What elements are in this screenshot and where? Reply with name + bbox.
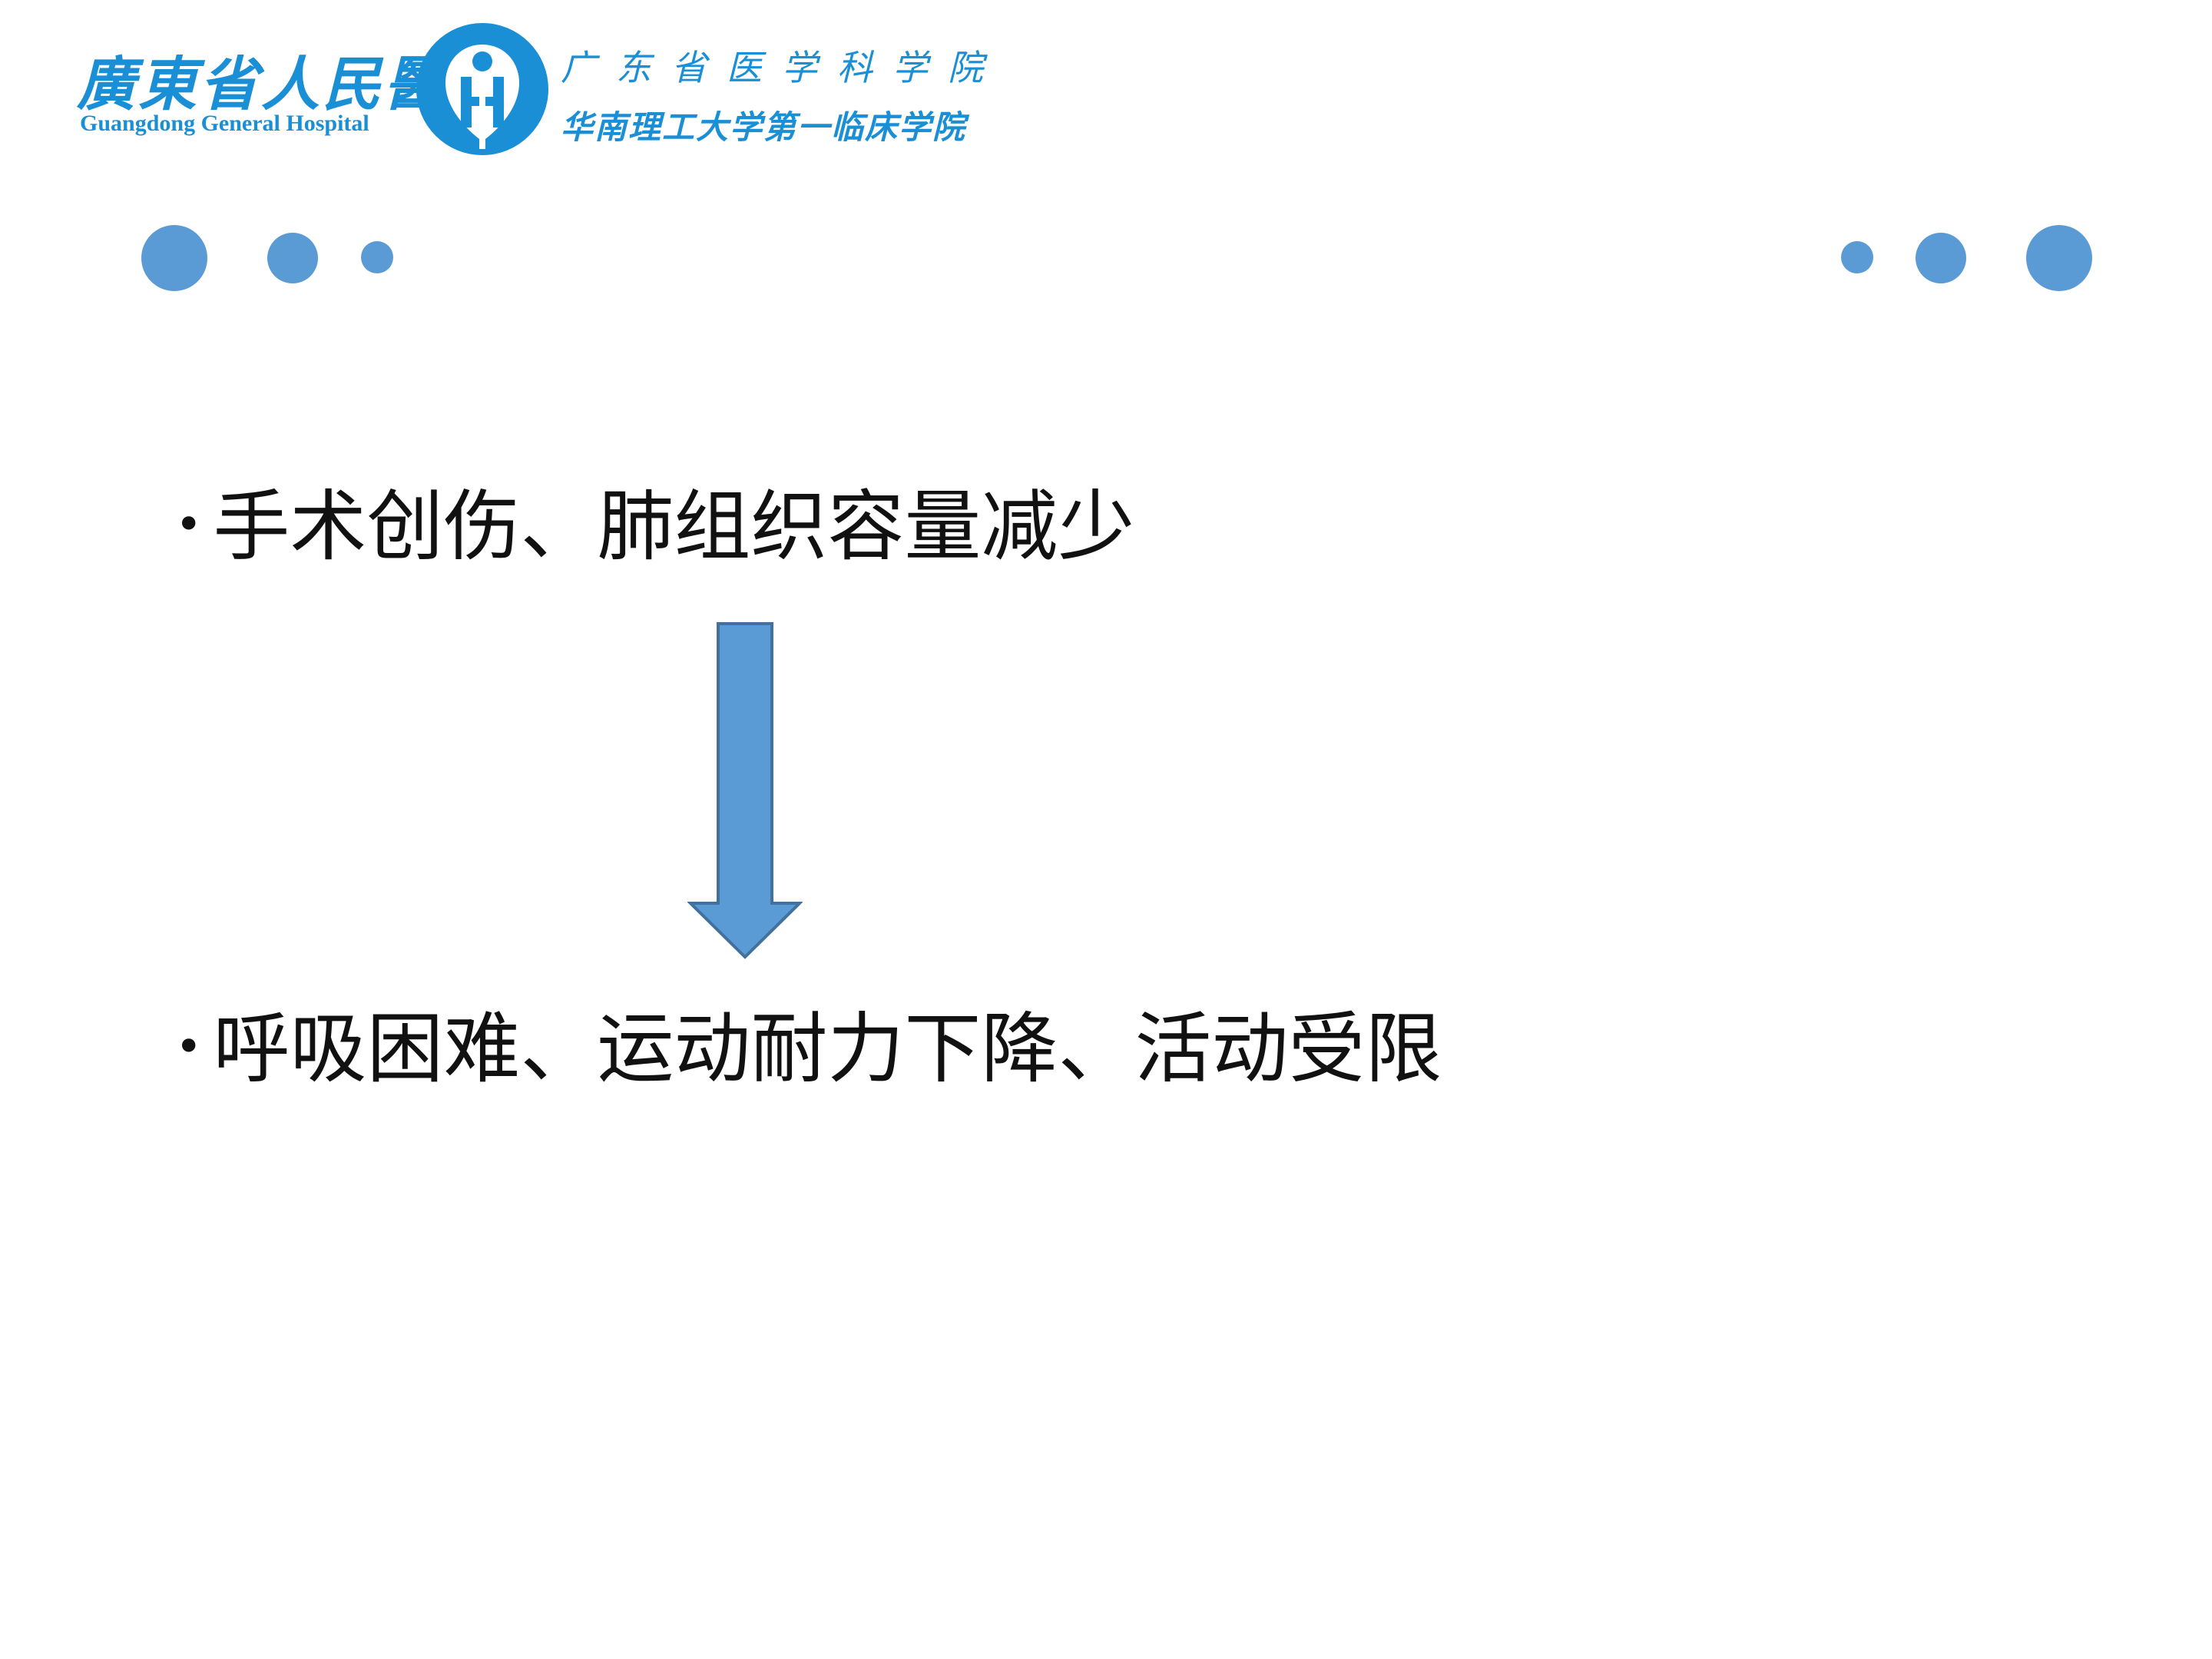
decor-dot [267, 233, 318, 283]
down-arrow-icon [687, 622, 803, 959]
decor-dot [141, 225, 207, 291]
academy-name-cn: 广东省医学科学院 [561, 47, 1003, 88]
university-name-cn: 华南理工大学第一临床学院 [561, 108, 967, 146]
decor-dot [1841, 241, 1873, 273]
hospital-logo-icon [416, 23, 548, 155]
bullet-mark: • [175, 497, 203, 551]
decor-dot [1916, 233, 1966, 283]
bullet-item-1: •手术创伤、肺组织容量减少 [175, 488, 1134, 565]
bullet-text-1: 手术创伤、肺组织容量减少 [213, 482, 1135, 571]
bullet-text-2: 呼吸困难、运动耐力下降、活动受限 [213, 1004, 1442, 1094]
decor-dot [2026, 225, 2092, 291]
slide-header: 廣東省人民醫院 Guangdong General Hospital 广东省医学… [77, 22, 983, 160]
decor-dot [361, 241, 393, 273]
bullet-item-2: •呼吸困难、运动耐力下降、活动受限 [175, 1011, 1442, 1088]
hospital-name-en: Guangdong General Hospital [80, 111, 369, 136]
bullet-mark: • [175, 1019, 203, 1074]
